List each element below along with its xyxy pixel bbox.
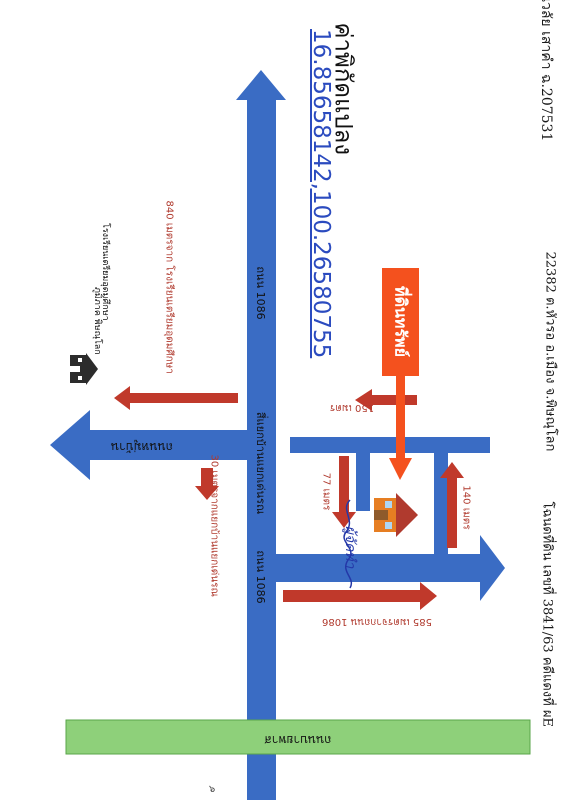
side-road-right-stub bbox=[434, 453, 448, 554]
plot-pointer-head bbox=[389, 458, 412, 480]
coordinates-value: 16.85658142,100.26580755 bbox=[308, 29, 334, 359]
arrow-840m bbox=[114, 386, 238, 410]
plot-pointer-shaft bbox=[396, 376, 405, 458]
school-name-line2: ภูมิภาค พิษณุโลก bbox=[92, 287, 102, 355]
road-1086-upper-label: ถนน 1086 bbox=[254, 266, 267, 320]
plot-box-label: ที่ดินทรัพย์ bbox=[391, 286, 411, 357]
distance-from-intersection: 30 เมตรจากแยกบ้านแยกเด่นรณ bbox=[208, 454, 220, 597]
signature: ผู้จัดทำ bbox=[342, 525, 358, 569]
arrow-150m bbox=[355, 389, 417, 411]
house-icon bbox=[374, 493, 418, 537]
side-road-top bbox=[290, 437, 490, 453]
distance-150m: 150 เมตร bbox=[329, 402, 375, 413]
arrow-140m bbox=[440, 462, 464, 548]
distance-from-school: 840 เมตรจาก โรงเรียนเตรียมอุดมศึกษา bbox=[163, 200, 175, 374]
page-mark: ๖ bbox=[208, 784, 216, 795]
school-icon bbox=[70, 353, 98, 385]
highway-bar bbox=[65, 719, 531, 755]
soi-road bbox=[276, 535, 505, 601]
distance-77m: 77 เมตร bbox=[320, 472, 332, 511]
highway-label: ถนนบายพาส bbox=[264, 733, 332, 747]
arrow-585m bbox=[283, 582, 437, 610]
side-road-left-stub bbox=[356, 453, 370, 511]
plot-box bbox=[382, 268, 419, 376]
signature-scribble bbox=[343, 499, 353, 589]
main-road-1086 bbox=[236, 70, 286, 800]
intersection-label: สี่แยกบ้านแยกเด่นรณ bbox=[254, 411, 267, 515]
distance-along-1086: 585 เมตรจากถนน 1086 bbox=[321, 616, 433, 627]
header-ref-line: โฉนดที่ดิน เลขที่ 3841/63 คดีแดงที่ ผE bbox=[539, 501, 555, 727]
road-1086-lower-label: ถนน 1086 bbox=[254, 550, 267, 604]
branch-road-left bbox=[50, 410, 247, 480]
distance-140m: 140 เมตร bbox=[460, 485, 472, 530]
arrow-77m bbox=[332, 456, 356, 528]
arrow-30m bbox=[195, 468, 219, 500]
